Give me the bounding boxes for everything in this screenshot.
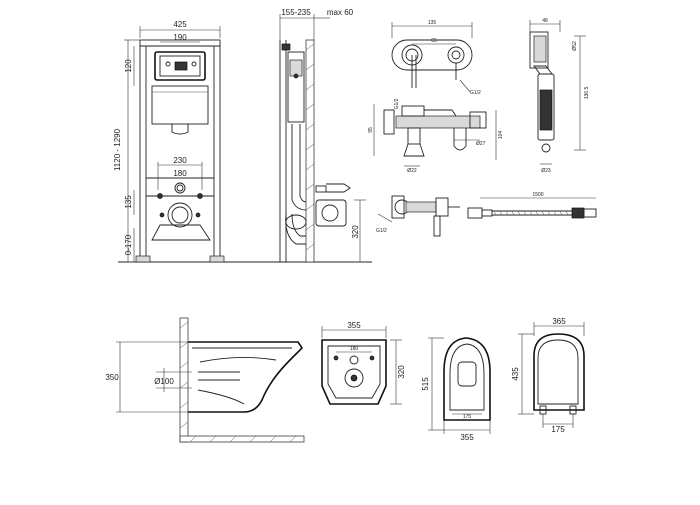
mixer-height-label: 95 [368,127,374,133]
mixer-front-view: 95 104 G1/2 Ø22 Ø27 [368,98,504,174]
wc-back-height-label: 320 [397,365,406,379]
wc-side-view: 350 Ø100 [105,317,305,443]
hose-length-label: 1500 [532,192,543,198]
shower-height-label: 136.5 [584,87,590,100]
mixer-width-label: 135 [428,20,437,26]
wc-side-height-label: 350 [105,373,119,382]
wc-top-width-label: 355 [460,433,474,442]
mixer-thread-label: G1/2 [470,90,481,96]
seat-width-label: 365 [552,317,566,326]
wc-back-center-label: 180 [350,346,359,352]
shower-bottom-diameter-label: Ø23 [541,168,551,174]
frame-top-label: 120 [124,59,133,73]
wc-back-width-label: 355 [347,321,361,330]
installation-frame-side-view: 155-235 max 60 320 [279,8,366,263]
side-pipe-height-label: 320 [351,225,360,239]
mixer-diameter2-label: Ø27 [476,141,486,147]
hygienic-shower-view: 48 Ø52 136.5 Ø23 [529,18,590,174]
mixer-thread2-label: G1/2 [394,98,400,109]
wc-top-view: 515 175 355 [421,337,491,442]
frame-span-230-label: 230 [173,156,187,165]
mixer-top-view: 135 65 G1/2 [391,20,481,96]
wc-top-length-label: 515 [421,377,430,391]
toilet-seat-view: 365 435 175 [511,317,585,434]
seat-hinge-label: 175 [551,425,565,434]
mixer-height2-label: 104 [498,131,504,140]
shower-hose-view: 1500 [467,192,597,219]
shower-width-label: 48 [542,18,548,24]
frame-span-180-label: 180 [173,169,187,178]
wc-side-pipe-label: Ø100 [154,377,174,386]
mixer-side-view: G1/2 [376,195,460,237]
wc-top-inner-label: 175 [463,414,472,420]
frame-lower-label: 135 [124,195,133,209]
installation-frame-front-view: 425 190 1120 - 1290 120 135 0-170 230 18… [113,20,372,263]
seat-length-label: 435 [511,367,520,381]
mixer-center-label: 65 [431,38,437,44]
side-depth-label: 155-235 [281,8,311,17]
mixer-diameter-label: Ø22 [407,168,417,174]
shower-diameter-label: Ø52 [572,41,578,51]
frame-inner-width-label: 190 [173,33,187,42]
wc-back-view: 355 180 320 [321,321,406,405]
frame-width-label: 425 [173,20,187,29]
mixer-thread-small-label: G1/2 [376,228,387,234]
side-max-label: max 60 [327,8,354,17]
frame-height-label: 1120 - 1290 [113,128,122,171]
frame-floor-label: 0-170 [124,234,133,255]
